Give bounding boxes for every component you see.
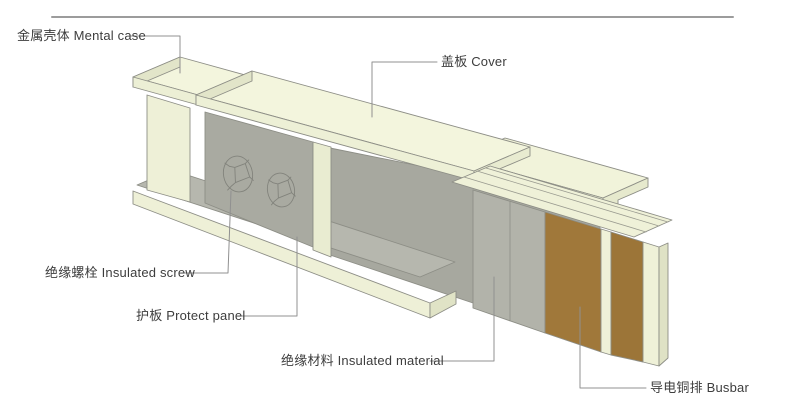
leader-cover — [371, 61, 438, 118]
leader-protect-panel — [238, 236, 298, 317]
label-cover: 盖板 Cover — [441, 54, 507, 69]
label-insulated-material: 绝缘材料 Insulated material — [281, 353, 444, 368]
stack-layer-lines — [463, 167, 669, 233]
bottom-flange-end-face — [429, 290, 457, 319]
label-metal-case: 金属壳体 Mental case — [17, 28, 146, 43]
metal-case-web-panel — [146, 94, 191, 203]
insulated-screw-heads — [222, 155, 296, 208]
insulated-material-face — [472, 189, 546, 334]
label-protect-panel: 护板 Protect panel — [136, 308, 246, 323]
screw-head-icon — [266, 172, 296, 208]
label-busbar: 导电铜排 Busbar — [650, 380, 750, 395]
leader-insulated-material — [429, 276, 495, 362]
leader-metal-case — [130, 35, 181, 74]
busbar-separator — [600, 228, 612, 356]
leader-lines — [130, 35, 647, 389]
stack-end-cap-front — [642, 241, 660, 367]
screw-head-icon — [222, 155, 254, 193]
busway-body — [132, 56, 673, 367]
busbar-copper-1 — [544, 211, 602, 353]
busbar-copper-2 — [610, 231, 644, 363]
case-mid-rib — [312, 141, 332, 258]
leader-busbar — [579, 306, 647, 389]
leader-insulated-screw — [181, 190, 232, 274]
label-insulated-screw: 绝缘螺栓 Insulated screw — [45, 265, 195, 280]
stack-end-cap-side — [658, 242, 669, 367]
